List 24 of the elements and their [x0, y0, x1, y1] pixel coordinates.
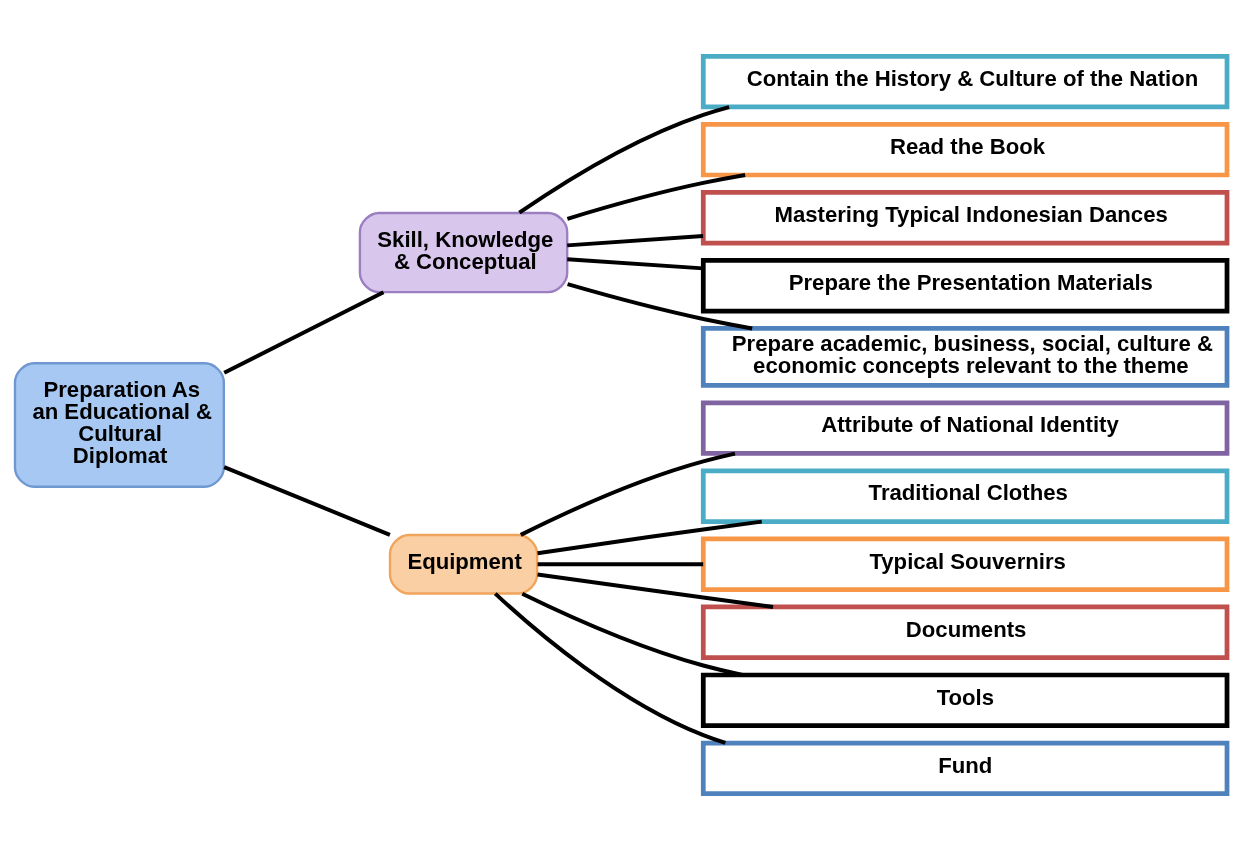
node-box: Typical Souvernirs [700, 536, 1230, 592]
connector [537, 519, 762, 556]
node-box: Preparation As an Educational & Cultural Diplomat [13, 362, 226, 488]
node-box: Contain the History & Culture of the Nation [700, 53, 1230, 110]
node-box: Mastering Typical Indonesian Dances [700, 190, 1230, 246]
connector [518, 105, 730, 215]
node-box: Prepare academic, business, social, culture & economic concepts relevant to the theme [700, 326, 1230, 388]
node-box: Fund [700, 740, 1230, 797]
connector [537, 572, 774, 609]
node-box: Tools [700, 672, 1230, 728]
node-box: Read the Book [700, 122, 1230, 178]
connector [223, 290, 385, 375]
node-box: Attribute of National Identity [700, 400, 1230, 456]
connector [519, 451, 736, 537]
connector [493, 592, 726, 745]
connector [567, 233, 704, 248]
connector [567, 257, 704, 271]
connector [223, 465, 391, 537]
node-box: Documents [700, 604, 1230, 660]
node-box: Equipment [388, 533, 539, 595]
connector [537, 562, 704, 567]
node-box: Skill, Knowledge & Conceptual [358, 211, 569, 294]
node-box: Prepare the Presentation Materials [700, 258, 1230, 314]
node-box: Traditional Clothes [700, 468, 1230, 524]
